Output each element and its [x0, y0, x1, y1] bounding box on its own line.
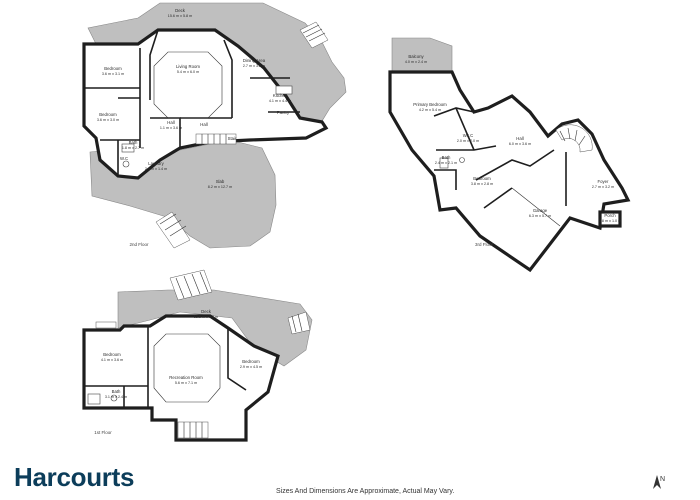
room-dims: 1.8 m x 1.0 m: [599, 219, 621, 223]
room-name: Living Room: [176, 64, 200, 69]
interior-stair-2nd: [195, 133, 237, 145]
entry-step: [95, 321, 117, 329]
room-dims: 2.4 m x 2.1 m: [435, 161, 457, 165]
room-dims: 3.6 m x 3.0 m: [97, 118, 119, 122]
room-dims: 5.6 m x 7.1 m: [175, 381, 197, 385]
room-dims: 6.0 m x 3.6 m: [509, 142, 531, 146]
room-name: Primary Bedroom: [413, 102, 447, 107]
room-name: Hall: [167, 120, 174, 125]
deck-stair: [299, 21, 329, 49]
lower-deck-stair-right: [287, 311, 311, 335]
room-dims: 2.7 m x 3.2 m: [592, 185, 614, 189]
toilet: [110, 394, 118, 402]
room-dims: 3.1 m x 2.4 m: [105, 395, 127, 399]
north-arrow-icon: [653, 475, 661, 489]
room-dims: 3.8 m x 2.8 m: [471, 182, 493, 186]
floor-label: 3rd Floor: [475, 242, 494, 247]
house-outline-2nd: [82, 28, 329, 180]
floor-2nd: Deck 15.6 m x 5.8 m Bedroom 3.6 m x 3.1 …: [82, 2, 347, 249]
room-name: Porch: [604, 213, 616, 218]
interior-stair-1st: [177, 421, 209, 439]
room-name: Bedroom: [242, 359, 260, 364]
bathtub: [87, 393, 101, 405]
room-name: Bedroom: [473, 176, 491, 181]
room-dims: 4.1 m x 4.4 m: [269, 99, 291, 103]
floor-1st: Deck 12.5 m x 3.5 m Bedroom 4.1 m x 3.6 …: [82, 269, 313, 442]
room-dims: 6.3 m x 5.7 m: [529, 214, 551, 218]
room-name: W.I.C: [463, 133, 474, 138]
room-name: Recreation Room: [169, 375, 203, 380]
room-name: Bedroom: [103, 352, 121, 357]
floor-label: 2nd Floor: [129, 242, 149, 247]
room-name: Bath: [442, 155, 451, 160]
room-name: Laundry: [148, 161, 164, 166]
room-name: Kitchen: [273, 93, 288, 98]
room-name: Bath: [129, 140, 138, 145]
room-dims: 2.7 m x 3.8 m: [243, 64, 265, 68]
room-dims: 1.1 m x 3.6 m: [160, 126, 182, 130]
room-name: Dining Area: [243, 58, 266, 63]
room-dims: 2.9 m x 4.5 m: [240, 365, 262, 369]
room-dims: 4.2 m x 5.4 m: [419, 108, 441, 112]
room-dims: 4.0 m x 2.4 m: [405, 60, 427, 64]
room-dims: 2.0 m x 2.0 m: [457, 139, 479, 143]
porch-box: [598, 210, 622, 228]
room-dims: 4.1 m x 3.6 m: [101, 358, 123, 362]
spiral-stair: [555, 124, 593, 153]
lower-deck-area: [117, 289, 313, 367]
room-name: Slab: [216, 179, 225, 184]
room-dims: 15.6 m x 5.8 m: [168, 14, 192, 18]
room-name: Deck: [175, 8, 186, 13]
room-dims: 3.6 m x 3.1 m: [102, 72, 124, 76]
room-name: Bedroom: [104, 66, 122, 71]
room-dims: 12.5 m x 3.5 m: [194, 315, 218, 319]
room-name: Bedroom: [99, 112, 117, 117]
room-name: Hall: [200, 122, 207, 127]
room-name: Stair: [228, 136, 237, 141]
room-dims: 2.4 m x 1.4 m: [145, 167, 167, 171]
balcony-area: [391, 37, 453, 73]
shower: [439, 157, 449, 169]
room-name: Hall: [516, 136, 523, 141]
room-dims: 1.8 m x 2.7 m: [122, 146, 144, 150]
room-name: Bath: [112, 389, 121, 394]
house-outline-3rd: [388, 70, 631, 273]
room-name: Pantry: [277, 110, 290, 115]
harcourts-logo: Harcourts: [14, 462, 135, 492]
floor-label: 1st Floor: [94, 430, 112, 435]
lower-deck-stair: [169, 269, 213, 301]
toilet: [122, 160, 130, 168]
house-outline-1st: [82, 314, 280, 442]
room-name: Balcony: [408, 54, 424, 59]
disclaimer-text: Sizes And Dimensions Are Approximate, Ac…: [276, 488, 455, 495]
room-name: Foyer: [598, 179, 610, 184]
room-dims: 5.4 m x 6.0 m: [177, 70, 199, 74]
slab-stair: [155, 211, 191, 249]
bathtub: [121, 143, 135, 153]
room-name: Deck: [201, 309, 212, 314]
floor-3rd: Balcony 4.0 m x 2.4 m Primary Bedroom 4.…: [388, 37, 631, 273]
recreation-octagon: [153, 333, 221, 403]
room-name: Garage: [533, 208, 548, 213]
room-name: W.C: [120, 156, 128, 161]
toilet: [459, 157, 465, 163]
room-dims: 8.2 m x 12.7 m: [208, 185, 232, 189]
compass-label: N: [660, 476, 666, 483]
kitchen-island: [275, 85, 293, 95]
living-octagon: [153, 51, 223, 119]
